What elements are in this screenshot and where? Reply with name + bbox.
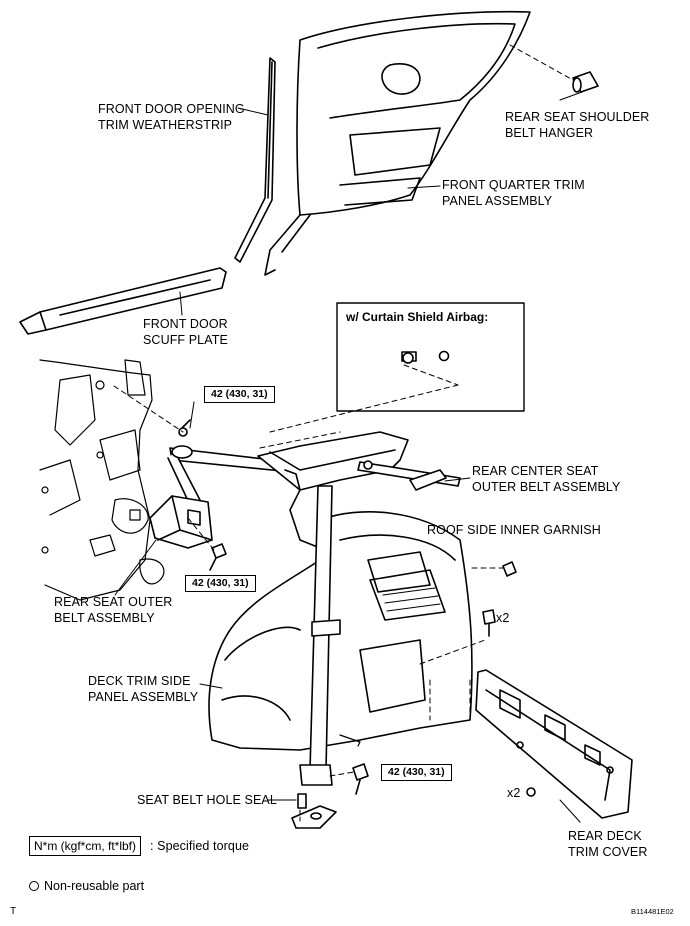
belt-webbing <box>299 485 341 786</box>
quantity-bolt-x2: x2 <box>496 611 510 625</box>
torque-box-bottom: 42 (430, 31) <box>381 764 452 781</box>
rear-seat-outer-belt-assembly <box>149 419 293 549</box>
rear-center-seat-outer-belt-assembly <box>357 460 461 491</box>
torque-box-middle: 42 (430, 31) <box>185 575 256 592</box>
label-front-door-opening-trim-weatherstrip: FRONT DOOR OPENING TRIM WEATHERSTRIP <box>98 102 245 132</box>
quantity-clip-x2: x2 <box>507 786 521 800</box>
seat-belt-hole-seal <box>291 793 337 829</box>
inset-clip <box>401 350 450 364</box>
label-seat-belt-hole-seal: SEAT BELT HOLE SEAL <box>137 793 277 807</box>
vehicle-body-structure <box>39 359 165 601</box>
curtain-shield-airbag-inset <box>336 302 525 412</box>
belt-lower-anchor-bolt <box>352 763 369 795</box>
label-rear-center-seat-outer-belt-assembly: REAR CENTER SEAT OUTER BELT ASSEMBLY <box>472 464 621 494</box>
label-rear-seat-outer-belt-assembly: REAR SEAT OUTER BELT ASSEMBLY <box>54 595 173 625</box>
label-rear-seat-shoulder-belt-hanger: REAR SEAT SHOULDER BELT HANGER <box>505 110 650 140</box>
label-roof-side-inner-garnish: ROOF SIDE INNER GARNISH <box>427 523 601 537</box>
deck-side-bolt-x2 <box>482 609 496 637</box>
panel-bolt-upper <box>502 561 517 577</box>
front-door-scuff-plate <box>19 267 227 335</box>
label-rear-deck-trim-cover: REAR DECK TRIM COVER <box>568 829 648 859</box>
rear-deck-trim-cover <box>475 669 633 819</box>
torque-box-top: 42 (430, 31) <box>204 386 275 403</box>
label-front-door-scuff-plate: FRONT DOOR SCUFF PLATE <box>143 317 228 347</box>
rear-seat-shoulder-belt-hanger <box>572 71 599 93</box>
front-door-opening-weatherstrip <box>234 57 276 263</box>
label-front-quarter-trim-panel-assembly: FRONT QUARTER TRIM PANEL ASSEMBLY <box>442 178 585 208</box>
legend-non-reusable-row: Non-reusable part <box>29 878 144 894</box>
outer-belt-anchor-bolt <box>209 543 227 571</box>
rear-deck-clip-x2 <box>526 787 536 797</box>
legend-torque-text: : Specified torque <box>150 839 250 853</box>
roof-side-inner-garnish <box>257 431 409 549</box>
legend-torque-box: N*m (kgf*cm, ft*lbf) <box>29 836 142 856</box>
footer-left-mark: T <box>10 906 17 917</box>
label-deck-trim-side-panel-assembly: DECK TRIM SIDE PANEL ASSEMBLY <box>88 674 199 704</box>
legend-non-reusable-text: Non-reusable part <box>44 879 145 893</box>
figure-id: B114481E02 <box>631 907 674 916</box>
inset-title: w/ Curtain Shield Airbag: <box>346 310 489 324</box>
front-quarter-trim-panel <box>264 10 531 276</box>
non-reusable-symbol-icon <box>29 881 39 891</box>
